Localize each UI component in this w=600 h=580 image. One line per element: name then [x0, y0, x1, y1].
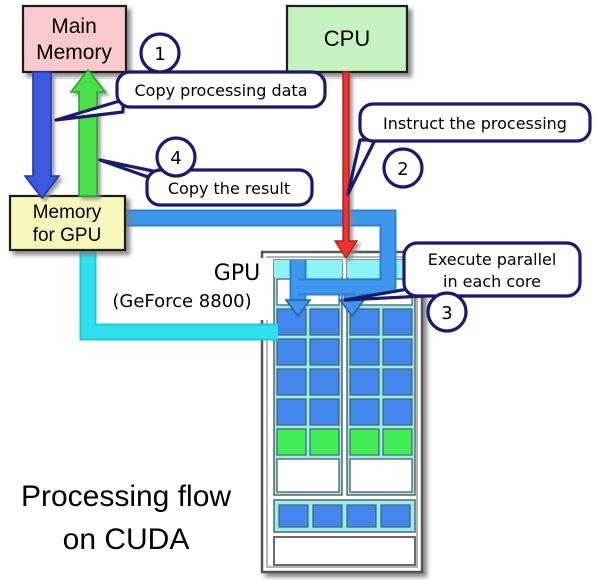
core [276, 308, 307, 336]
core [382, 398, 413, 426]
core [382, 308, 413, 336]
cache-cell [278, 504, 309, 528]
mp2-shared-memory [349, 458, 413, 493]
mp1-shared-memory [276, 458, 340, 493]
callout-1[interactable]: Copy processing data [54, 70, 327, 122]
step-badge-4-number: 4 [170, 148, 181, 169]
core [382, 338, 413, 366]
callout-3-label-line2: in each core [443, 272, 541, 291]
gpu-multiprocessor-2 [346, 259, 416, 496]
core-active [309, 428, 340, 456]
gpu-memory-label-line1: Memory [33, 202, 102, 223]
gpu-memory-label-line2: for GPU [33, 225, 102, 246]
core-active [276, 428, 307, 456]
main-memory-label-line1: Main [51, 15, 97, 38]
core [309, 368, 340, 396]
step-badge-3-number: 3 [441, 303, 452, 324]
core-active [349, 428, 380, 456]
callout-2-label: Instruct the processing [383, 114, 567, 133]
callout-2[interactable]: Instruct the processing [346, 102, 592, 196]
step-badge-1-number: 1 [154, 44, 165, 65]
gpu-device-memory [273, 536, 416, 566]
pipe-data-to-gpu [120, 209, 397, 318]
node-gpu-memory [8, 194, 127, 252]
arrow-cpu-to-gpu [333, 71, 359, 260]
core [349, 368, 380, 396]
gpu-title: GPU [214, 261, 260, 286]
step-badge-2-number: 2 [397, 159, 408, 180]
cpu-label: CPU [324, 26, 370, 51]
diagram-title-line2: on CUDA [63, 523, 190, 556]
gpu-caption-backdrop [168, 258, 268, 320]
core-active [382, 428, 413, 456]
arrow-gpu-memory-to-main [69, 68, 107, 197]
core [276, 368, 307, 396]
gpu-cache-bar [273, 499, 416, 533]
main-memory-label-line2: Memory [36, 41, 112, 64]
step-badge-4: 4 [155, 136, 197, 178]
core [276, 398, 307, 426]
step-badge-2: 2 [382, 147, 424, 189]
node-main-memory [21, 4, 128, 74]
step-badge-3: 3 [426, 291, 468, 333]
callout-3-label-line1: Execute parallel [428, 250, 557, 269]
callout-1-label: Copy processing data [134, 81, 307, 100]
diagram-title-line1: Processing flow [21, 480, 231, 513]
core [309, 308, 340, 336]
core [349, 398, 380, 426]
callout-4-label: Copy the result [168, 179, 290, 198]
cache-cell [312, 504, 343, 528]
core [309, 398, 340, 426]
step-badge-1: 1 [139, 32, 181, 74]
core [349, 308, 380, 336]
cache-cell [380, 504, 411, 528]
core [382, 368, 413, 396]
callout-4[interactable]: Copy the result [98, 158, 314, 207]
callout-3[interactable]: Execute parallel in each core [343, 241, 582, 302]
core [349, 338, 380, 366]
core [309, 338, 340, 366]
arrow-main-to-gpu-memory [23, 71, 61, 200]
pipe-arrowhead [284, 299, 312, 318]
gpu-model: (GeForce 8800) [112, 291, 251, 312]
gpu-multiprocessor-1 [273, 259, 343, 496]
cache-cell [346, 504, 377, 528]
core [276, 338, 307, 366]
